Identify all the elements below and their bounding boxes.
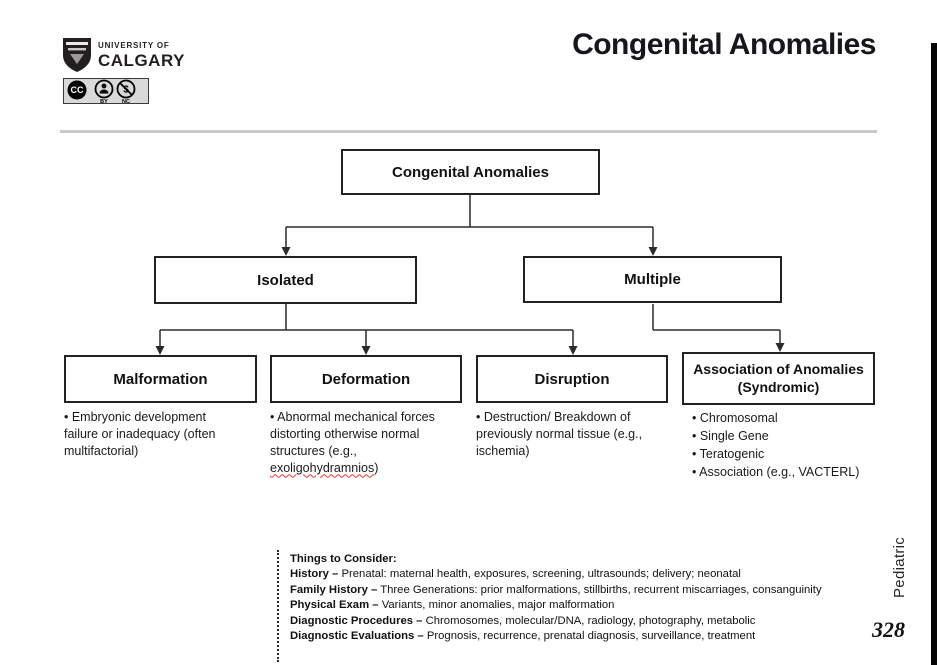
consideration-row: Family History – Three Generations: prio… xyxy=(290,583,865,598)
node-isolated: Isolated xyxy=(154,256,417,304)
node-disruption: Disruption xyxy=(476,355,668,403)
consideration-row: Diagnostic Procedures – Chromosomes, mol… xyxy=(290,614,865,629)
considerations-heading-text: Things to Consider: xyxy=(290,553,397,565)
note-deformation: • Abnormal mechanical forces distorting … xyxy=(270,409,455,477)
association-bullet: • Single Gene xyxy=(692,428,769,443)
node-multiple: Multiple xyxy=(523,256,782,303)
node-isolated-label: Isolated xyxy=(257,271,314,289)
consideration-lead: Family History – xyxy=(290,583,378,596)
header-divider xyxy=(60,130,877,133)
uofc-shield-icon xyxy=(63,38,91,72)
consideration-lead: Diagnostic Procedures – xyxy=(290,614,423,627)
page-number: 328 xyxy=(872,617,905,642)
consideration-lead: Physical Exam – xyxy=(290,599,379,612)
by-label: BY xyxy=(100,99,108,104)
node-congenital-anomalies: Congenital Anomalies xyxy=(341,149,600,195)
logo-text: UNIVERSITY OF CALGARY xyxy=(98,40,185,70)
note-disruption: • Destruction/ Breakdown of previously n… xyxy=(476,410,643,458)
nc-label: NC xyxy=(122,99,130,104)
page-title: Congenital Anomalies xyxy=(572,28,876,61)
node-root-label: Congenital Anomalies xyxy=(392,163,549,181)
node-disruption-label: Disruption xyxy=(534,370,610,388)
cc-icon-label: CC xyxy=(71,85,84,95)
node-deformation-label: Deformation xyxy=(321,370,411,388)
considerations-heading: Things to Consider: xyxy=(290,552,865,567)
note-deformation-text: • Abnormal mechanical forces distorting … xyxy=(270,410,435,458)
node-association: Association of Anomalies (Syndromic) xyxy=(682,352,875,405)
consideration-rest: Variants, minor anomalies, major malform… xyxy=(378,599,615,612)
node-association-label-line1: Association of Anomalies xyxy=(693,361,864,377)
considerations-panel: Things to Consider: History – Prenatal: … xyxy=(290,552,865,644)
logo-line2: CALGARY xyxy=(98,50,185,70)
note-deformation-suffix: ) xyxy=(374,460,379,475)
node-deformation: Deformation xyxy=(270,355,462,403)
note-malformation: • Embryonic development failure or inade… xyxy=(64,410,216,458)
consideration-rest: Chromosomes, molecular/DNA, radiology, p… xyxy=(422,614,756,627)
arrowheads xyxy=(155,247,785,355)
association-bullet: • Teratogenic xyxy=(692,446,765,461)
consideration-rest: Prognosis, recurrence, prenatal diagnosi… xyxy=(423,630,756,643)
consideration-lead: Diagnostic Evaluations – xyxy=(290,630,424,643)
association-bullet: • Association (e.g., VACTERL) xyxy=(692,464,860,479)
cc-license-badge: CC $ BY NC xyxy=(63,78,149,109)
dotted-rule xyxy=(277,550,279,662)
consideration-row: Physical Exam – Variants, minor anomalie… xyxy=(290,598,865,613)
note-deformation-misspelled-word: exoligohydramnios xyxy=(270,460,375,475)
association-bullet: • Chromosomal xyxy=(692,411,778,425)
uofc-logo: UNIVERSITY OF CALGARY xyxy=(62,37,185,73)
consideration-rest: Prenatal: maternal health, exposures, sc… xyxy=(338,568,741,581)
node-multiple-label: Multiple xyxy=(624,271,681,288)
consideration-row: History – Prenatal: maternal health, exp… xyxy=(290,567,865,582)
consideration-rest: Three Generations: prior malformations, … xyxy=(377,583,822,596)
logo-line1: UNIVERSITY OF xyxy=(98,40,170,50)
cc-by-nc-icon: CC $ BY NC xyxy=(63,78,149,105)
node-malformation-label: Malformation xyxy=(113,370,208,388)
consideration-row: Diagnostic Evaluations – Prognosis, recu… xyxy=(290,629,865,644)
node-association-label-line2: (Syndromic) xyxy=(737,378,820,395)
consideration-lead: History – xyxy=(290,568,339,581)
note-association: • Chromosomal • Single Gene • Teratogeni… xyxy=(692,410,877,482)
node-malformation: Malformation xyxy=(64,355,257,403)
right-edge-bar xyxy=(931,43,937,665)
